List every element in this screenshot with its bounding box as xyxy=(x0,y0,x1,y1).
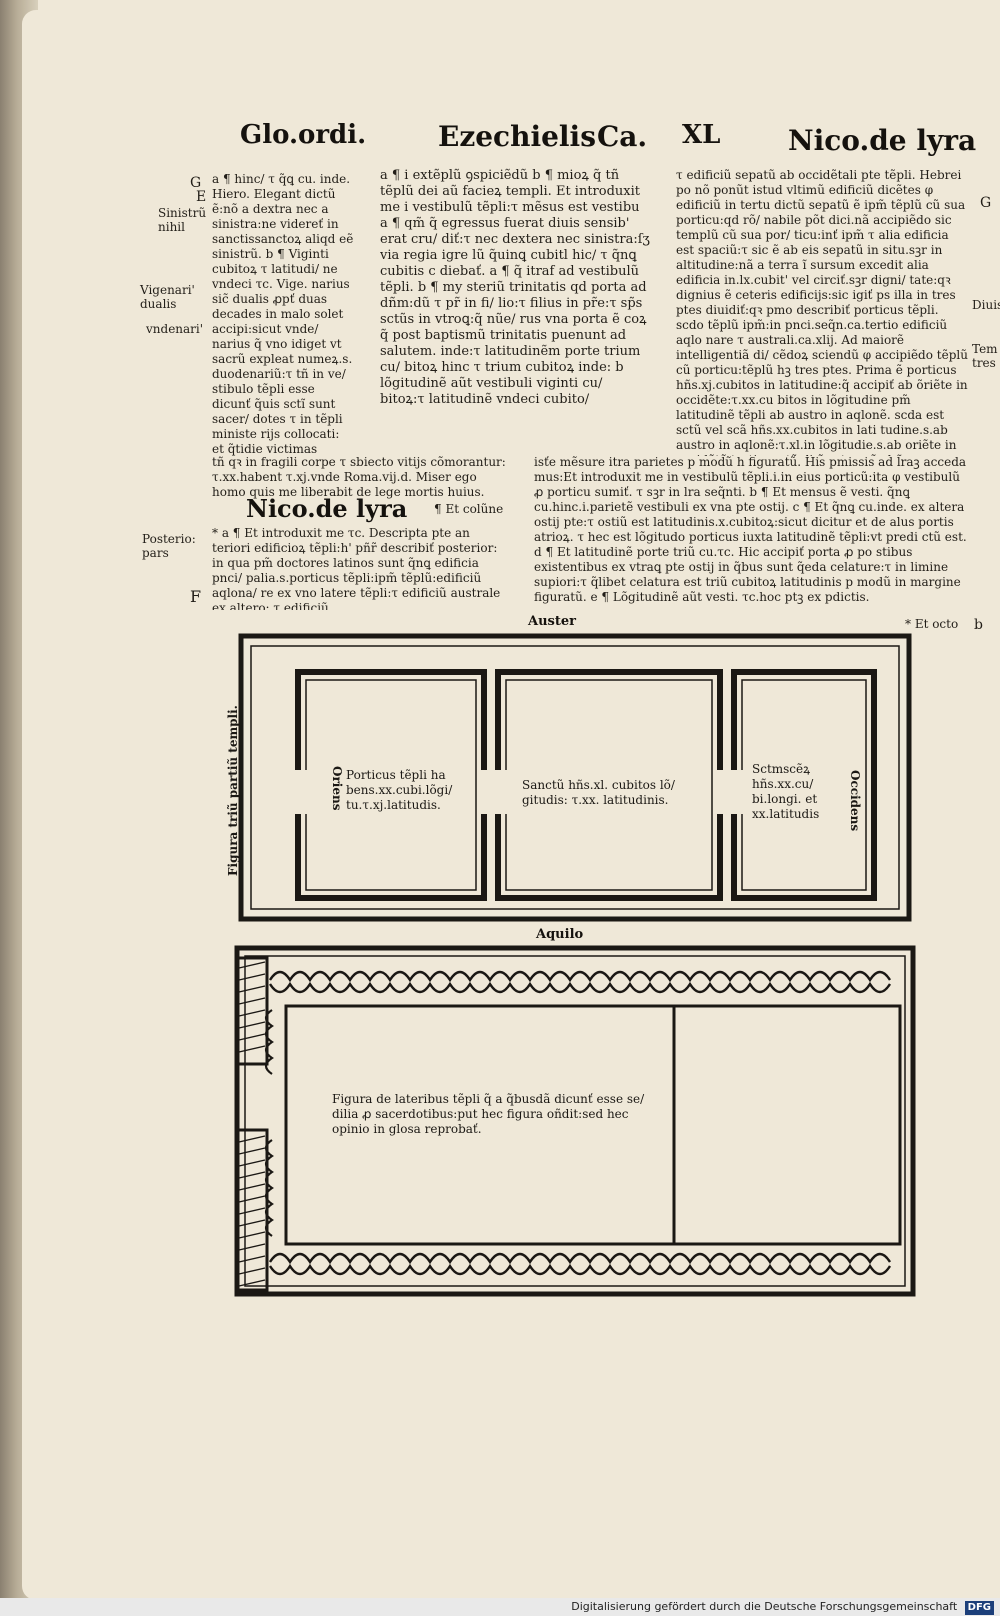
main-text: a ¶ i extẽplũ ꝯspiciẽdũ b ¶ mioꝝ q̃ tñ t… xyxy=(380,168,650,407)
nicolyra-heading: Nico.de lyra xyxy=(246,494,408,523)
gloss-continuation: tñ qꝛ in fragili corpe τ sbiecto vitijs … xyxy=(212,455,510,505)
figure1-aquilo: Aquilo xyxy=(536,927,584,942)
dfg-logo-icon: DFG xyxy=(964,1601,994,1615)
postilla-continuation: isťe mẽsure itra parietes p modũ h figur… xyxy=(534,455,968,605)
margin-right-gloss-diuis: Diuis xyxy=(972,298,1000,312)
footer-text: Digitalisierung gefördert durch die Deut… xyxy=(571,1600,958,1613)
margin-right-letter-b: b xyxy=(974,617,983,633)
figure1-sanctum-label: Sanctũ hñs.xl. cubitos lõ/ gitudis: τ.xx… xyxy=(522,778,675,807)
nicolyra-mark: ¶ Et colũne xyxy=(434,502,504,516)
main-text-column: a ¶ i extẽplũ ꝯspiciẽdũ b ¶ mioꝝ q̃ tñ t… xyxy=(380,168,650,456)
figure1-porticus-label: Porticus tẽpli ha bens.xx.cubi.lõgi/ tu.… xyxy=(346,768,453,812)
header-left: Glo.ordi. xyxy=(240,120,367,150)
margin-right-letter-g: G xyxy=(980,195,992,211)
postilla-text: τ edificiũ sepatũ ab occidẽtali pte tẽpl… xyxy=(676,168,968,456)
figure1-auster: Auster xyxy=(528,614,576,629)
header-chapter: Ca. xyxy=(597,120,648,153)
gloss-text: a ¶ hinc/ τ q̃ꝗ cu. inde. Hiero. Elegant… xyxy=(212,172,354,456)
nicolyra-column: * a ¶ Et introduxit me τc. Descripta pte… xyxy=(212,526,510,610)
postilla-continuation-text: isťe mẽsure itra parietes p modũ h figur… xyxy=(534,455,967,604)
margin-gloss-sinistrum: Sinistrũ nihil xyxy=(158,206,207,234)
figure1-occidens: Occidens xyxy=(848,770,862,832)
header-chapter-num: XL xyxy=(682,120,721,150)
nicolyra-text: * a ¶ Et introduxit me τc. Descripta pte… xyxy=(212,526,501,610)
header-right: Nico.de lyra xyxy=(788,124,977,157)
footer-bar: Digitalisierung gefördert durch die Deut… xyxy=(0,1598,1000,1616)
figure2-caption: Figura de lateribus tẽpli q̃ a q̃busdã d… xyxy=(332,1092,645,1136)
et-octo-note: * Et octo xyxy=(905,617,959,631)
gloss-continuation-text: tñ qꝛ in fragili corpe τ sbiecto vitijs … xyxy=(212,455,506,499)
margin-letter-f: F xyxy=(190,587,202,606)
margin-gloss-posterior: Posterio: pars xyxy=(142,532,196,560)
gloss-column: a ¶ hinc/ τ q̃ꝗ cu. inde. Hiero. Elegant… xyxy=(212,172,354,457)
figure1-side-title: Figura triũ partiũ templi. xyxy=(226,705,240,876)
figure1-sanctum-sanctorum-label: Sctmscẽꝝ hñs.xx.cu/ bi.longi. et xx.lati… xyxy=(752,762,820,821)
postilla-column: τ edificiũ sepatũ ab occidẽtali pte tẽpl… xyxy=(676,168,968,456)
margin-gloss-vigenari: Vigenari' dualis xyxy=(140,283,195,311)
margin-letter-g: G xyxy=(190,175,202,191)
header-center: Ezechielis xyxy=(438,120,596,153)
margin-letter-e: E xyxy=(196,189,207,205)
margin-gloss-vndenari: vndenari' xyxy=(146,322,204,336)
figure1-oriens: Oriens xyxy=(330,766,344,811)
margin-right-gloss-tem: Tem tres xyxy=(972,342,998,370)
